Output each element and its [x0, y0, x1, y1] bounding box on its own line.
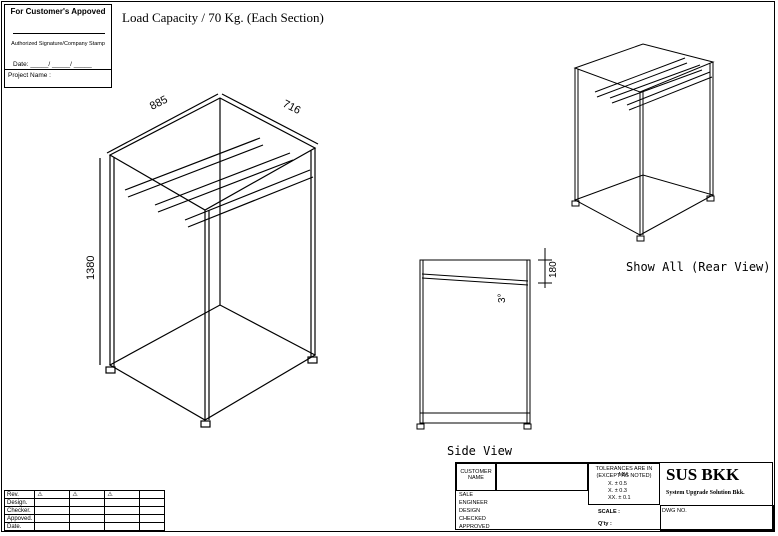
tolerance-title: TOLERANCES ARE IN MM.: [595, 466, 653, 478]
signature-line: [13, 33, 105, 35]
scale-label: SCALE :: [598, 509, 620, 515]
dim-shelf-height: 180: [548, 261, 559, 278]
main-iso-view: 885 716 1380: [85, 93, 319, 428]
dwg-no-label: DWG NO.: [662, 508, 687, 514]
roller-rail-1: [124, 137, 264, 198]
tolerance-xx: X. ± 0.3: [608, 488, 627, 494]
title-block: CUSTOMER NAME SALE ENGINEER DESIGN CHECK…: [455, 462, 774, 531]
checker-label: Checker.: [3, 506, 36, 515]
engineer-label: ENGINEER: [459, 500, 488, 506]
design-label: Design.: [3, 498, 36, 507]
load-capacity-note: Load Capacity / 70 Kg. (Each Section): [122, 10, 324, 25]
project-name-label: Project Name :: [5, 69, 111, 81]
date-label: Date.: [3, 522, 36, 531]
signature-caption: Authorized Signature/Company Stamp: [11, 41, 105, 47]
dim-width: 885: [148, 94, 170, 113]
tolerance-x: X. ± 0.5: [608, 481, 627, 487]
approved-field-label: APPROVED: [459, 524, 490, 530]
customer-name-label: CUSTOMER NAME: [460, 469, 492, 481]
top-frame: [108, 97, 317, 211]
revision-table: Rev.⚠⚠⚠ Design. Checker. Appoved. Date.: [3, 490, 166, 531]
design-field-label: DESIGN: [459, 508, 481, 514]
dim-height: 1380: [85, 256, 97, 280]
qty-label: Q'ty :: [598, 521, 612, 527]
foot: [307, 356, 318, 364]
dim-angle: 3°: [497, 293, 508, 303]
roller-rail-3: [184, 169, 314, 228]
approved-label: Appoved.: [3, 514, 36, 523]
company-subtitle: System Upgrade Solution Bkk.: [666, 490, 745, 496]
bottom-frame: [108, 304, 317, 421]
customer-approval-box: For Customer's Appoved Authorized Signat…: [4, 4, 112, 88]
side-view-label: Side View: [447, 444, 513, 458]
approval-date: Date: _____/ _____/ _____: [13, 61, 92, 68]
foot: [200, 420, 211, 428]
foot: [105, 366, 116, 374]
side-view: 180 3°: [416, 248, 559, 430]
dim-depth: 716: [281, 98, 303, 117]
rear-iso-view: [571, 43, 715, 242]
tolerance-subtitle: (EXCEPT AS NOTED): [596, 473, 652, 479]
rear-view-label: Show All (Rear View): [626, 260, 771, 274]
roller-rail-2: [154, 152, 294, 213]
tolerance-xxx: XX. ± 0.1: [608, 495, 631, 501]
approval-title: For Customer's Appoved: [10, 7, 106, 16]
sale-label: SALE: [459, 492, 474, 498]
rev-label: Rev.: [3, 490, 36, 499]
company-name: SUS BKK: [666, 465, 740, 484]
checked-label: CHECKED: [459, 516, 486, 522]
